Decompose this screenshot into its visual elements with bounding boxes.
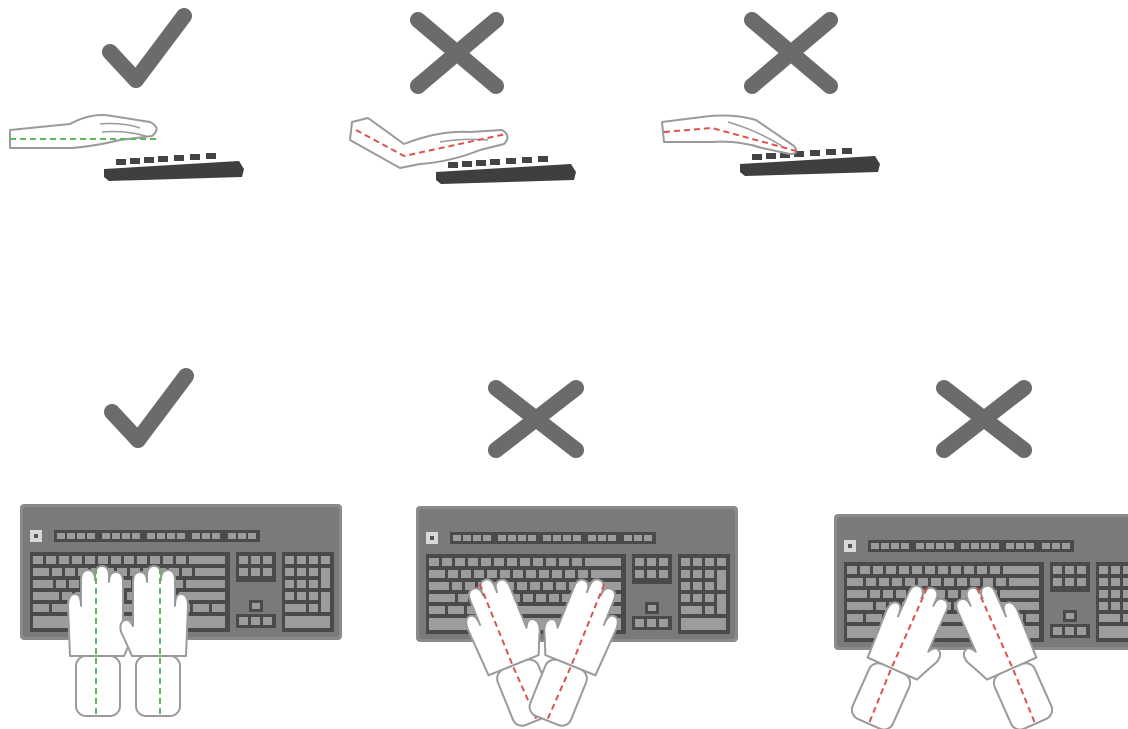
- hand-side-bent: [662, 116, 800, 155]
- panel-top-straight: [20, 376, 342, 716]
- panel-side-neutral: [10, 16, 244, 181]
- keyboard-side: [104, 153, 244, 181]
- checkmark-icon: [110, 16, 184, 80]
- cross-icon: [418, 20, 496, 86]
- cross-icon: [496, 388, 576, 450]
- cross-icon: [944, 388, 1024, 450]
- panel-side-wrist-raised: [350, 20, 576, 184]
- hand-side-neutral: [10, 115, 160, 148]
- keyboard-side: [436, 156, 576, 184]
- panel-top-radial-deviation: [834, 388, 1128, 729]
- panel-side-wrist-bent-down: [662, 20, 880, 176]
- checkmark-icon: [112, 376, 186, 440]
- panel-top-ulnar-deviation: [416, 388, 738, 729]
- keyboard-side: [740, 148, 880, 176]
- cross-icon: [752, 20, 830, 86]
